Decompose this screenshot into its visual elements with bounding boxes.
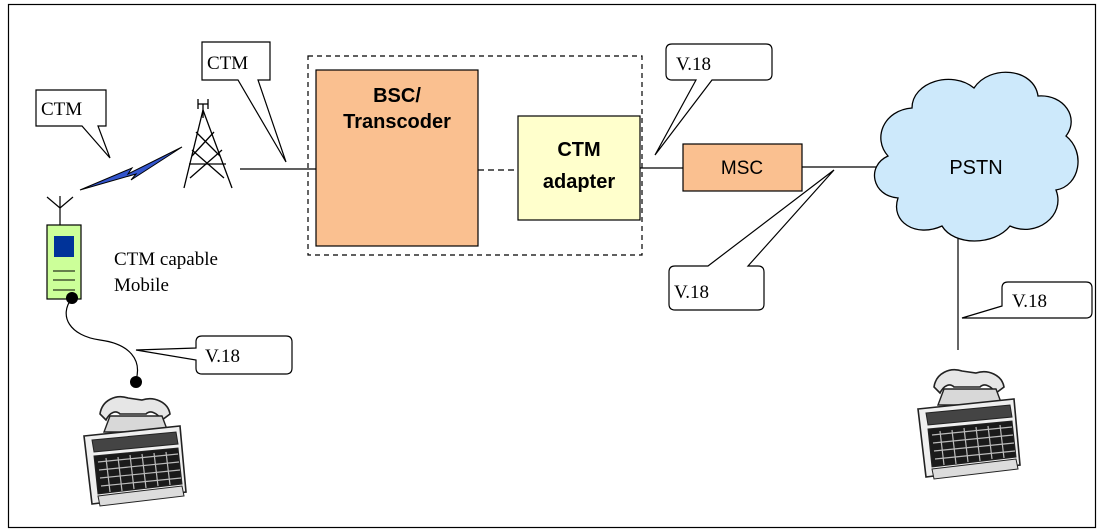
callout-v18-pstn-phone-label: V.18: [1012, 291, 1047, 312]
lightning-icon: [79, 146, 183, 191]
callout-v18-adapter-msc-label: V.18: [676, 54, 711, 75]
callout-v18-pstn-phone: V.18: [961, 281, 1093, 319]
callout-v18-mobile-phone: V.18: [135, 335, 293, 375]
ctm-adapter-box: CTM adapter: [517, 115, 641, 221]
textphone-connector: [130, 376, 142, 388]
bsc-label-line2: Transcoder: [343, 111, 451, 133]
mobile-phone-icon: [46, 196, 82, 304]
msc-label: MSC: [721, 158, 763, 179]
radio-tower-icon: [183, 99, 233, 189]
callout-v18-msc-pstn-label: V.18: [674, 282, 709, 303]
pstn-cloud: PSTN: [873, 71, 1079, 242]
callout-ctm-radio-label: CTM: [41, 99, 82, 120]
callout-v18-msc-pstn: V.18: [668, 169, 835, 311]
mobile-label-line1: CTM capable: [114, 249, 218, 270]
callout-v18-adapter-msc: V.18: [654, 43, 773, 156]
diagram-frame: [7, 3, 1097, 529]
callout-v18-mobile-phone-label: V.18: [205, 346, 240, 367]
ctm-adapter-label-line1: CTM: [557, 139, 600, 161]
bss-enclosure: [307, 55, 643, 256]
bsc-label-line1: BSC/: [373, 85, 421, 107]
callout-ctm-link: CTM: [201, 41, 287, 163]
ctm-adapter-label-line2: adapter: [543, 171, 615, 193]
mobile-label-line2: Mobile: [114, 275, 169, 296]
msc-box: MSC: [682, 143, 803, 192]
bsc-transcoder-box: BSC/ Transcoder: [315, 69, 479, 247]
pstn-label: PSTN: [949, 157, 1002, 179]
callout-ctm-link-label: CTM: [207, 53, 248, 74]
callout-ctm-radio: CTM: [35, 89, 111, 159]
